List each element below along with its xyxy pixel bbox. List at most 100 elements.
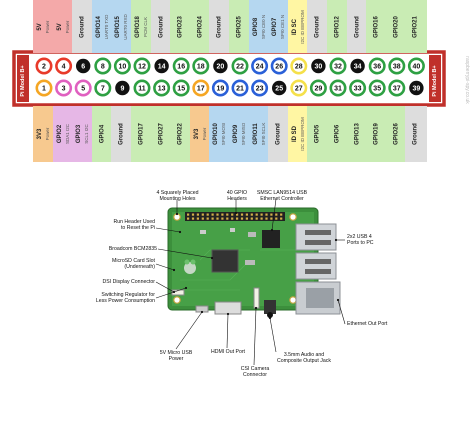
pin-10: 10 bbox=[113, 57, 131, 75]
pin-40: 40 bbox=[407, 57, 425, 75]
pin-function-23: SPI0 SCLK bbox=[260, 122, 266, 146]
pin-15: 15 bbox=[172, 79, 190, 97]
pin-name-23: GPIO11 bbox=[252, 123, 259, 145]
pin-name-20: Ground bbox=[216, 15, 223, 38]
board-header-pin bbox=[265, 217, 268, 220]
pin-number-1: 1 bbox=[42, 86, 46, 93]
pin-number-29: 29 bbox=[315, 86, 323, 93]
pin-number-23: 23 bbox=[256, 86, 264, 93]
broadcom-chip bbox=[211, 249, 239, 273]
board-header-pin bbox=[250, 217, 253, 220]
pin-name-38: GPIO20 bbox=[393, 15, 400, 38]
pin-function-1: Power bbox=[45, 127, 50, 141]
board-header-pin bbox=[245, 217, 248, 220]
board-header-pin bbox=[191, 217, 195, 220]
pin-function-17: Power bbox=[201, 127, 207, 141]
pin-name-11: GPIO17 bbox=[138, 123, 145, 145]
board-header-pin bbox=[250, 213, 253, 216]
pin-name-37: GPIO26 bbox=[393, 123, 400, 145]
pin-label-22: GPIO25 bbox=[229, 0, 251, 53]
pin-name-6: Ground bbox=[79, 15, 86, 38]
pin-number-25: 25 bbox=[275, 86, 283, 93]
pin-number-4: 4 bbox=[62, 64, 66, 71]
pin-name-36: GPIO16 bbox=[373, 15, 380, 38]
pin-number-18: 18 bbox=[197, 64, 205, 71]
pin-23: 23 bbox=[251, 79, 269, 97]
pin-name-16: GPIO23 bbox=[177, 15, 184, 38]
usb-port-top bbox=[295, 223, 337, 251]
board-header-pin bbox=[216, 217, 219, 220]
pin-label-35: GPIO19 bbox=[366, 106, 389, 162]
pin-name-9: Ground bbox=[118, 123, 125, 145]
pin-name-19: GPIO10 bbox=[213, 123, 220, 145]
pin-18: 18 bbox=[192, 57, 210, 75]
pin-name-26: GPIO7 bbox=[272, 17, 279, 36]
pin-label-15: GPIO22 bbox=[170, 106, 193, 162]
pin-8: 8 bbox=[94, 57, 112, 75]
pin-number-24: 24 bbox=[256, 64, 264, 71]
pin-label-14: Ground bbox=[150, 0, 173, 53]
board-header-pin bbox=[260, 217, 263, 220]
pin-name-27: ID SD bbox=[291, 125, 298, 143]
pin-label-38: GPIO20 bbox=[385, 0, 408, 53]
pin-31: 31 bbox=[329, 79, 347, 97]
board-header-pin bbox=[201, 213, 204, 216]
pin-number-40: 40 bbox=[413, 64, 421, 71]
pin-name-1: 3V3 bbox=[37, 128, 43, 140]
pin-label-18: GPIO24 bbox=[189, 0, 212, 53]
pin-number-36: 36 bbox=[373, 64, 381, 71]
pin-20: 20 bbox=[213, 58, 228, 74]
pin-label-36: GPIO16 bbox=[366, 0, 389, 53]
callout-hdmi: HDMI Out Port bbox=[210, 349, 245, 355]
board-header-pin bbox=[280, 217, 283, 220]
board-header-pin bbox=[240, 217, 244, 220]
audio-jack bbox=[264, 300, 276, 314]
pin-34: 34 bbox=[350, 58, 365, 74]
callout-microsd: MicroSD Card Slot(Underneath) bbox=[112, 258, 155, 270]
pin-name-10: GPIO15 bbox=[115, 15, 122, 38]
pin-function-21: SPI0 MISO bbox=[241, 122, 246, 146]
pin-name-17: 3V3 bbox=[193, 128, 200, 140]
pin-name-21: GPIO9 bbox=[233, 124, 239, 144]
raspberry-logo bbox=[184, 259, 196, 274]
pin-function-5: SCL1 I2C bbox=[84, 124, 90, 144]
pin-number-17: 17 bbox=[197, 86, 205, 93]
pin-number-33: 33 bbox=[354, 86, 362, 93]
board-header-pin bbox=[221, 217, 224, 220]
pin-number-26: 26 bbox=[275, 64, 283, 71]
pin-label-40: GPIO21 bbox=[405, 0, 428, 53]
pin-name-25: Ground bbox=[275, 123, 282, 145]
pin-name-34: Ground bbox=[354, 15, 361, 38]
board-header-pin bbox=[265, 213, 268, 216]
pin-name-33: GPIO13 bbox=[354, 123, 361, 145]
pin-3: 3 bbox=[55, 79, 73, 97]
pin-label-9: Ground bbox=[111, 106, 134, 162]
pin-5: 5 bbox=[74, 79, 92, 97]
pin-name-29: GPIO5 bbox=[314, 124, 321, 144]
pin-name-4: 5V bbox=[56, 22, 63, 31]
pin-label-33: GPIO13 bbox=[346, 106, 369, 162]
board-header-pin bbox=[270, 217, 273, 220]
right-label-bar bbox=[429, 55, 441, 102]
pin-number-3: 3 bbox=[62, 86, 66, 93]
pin-name-12: GPIO18 bbox=[135, 15, 141, 38]
pin-label-37: GPIO26 bbox=[385, 106, 408, 162]
pin-9: 9 bbox=[115, 80, 130, 96]
pin-function-12: PCM CLK bbox=[143, 16, 148, 37]
board-header-pin bbox=[211, 217, 214, 220]
pin-label-20: Ground bbox=[209, 0, 232, 53]
pin-label-11: GPIO17 bbox=[131, 106, 153, 162]
pin-21: 21 bbox=[231, 79, 249, 97]
pin-number-7: 7 bbox=[101, 86, 105, 93]
pin-name-13: GPIO27 bbox=[158, 123, 165, 145]
pin-36: 36 bbox=[368, 57, 386, 75]
board-header-pin bbox=[226, 217, 229, 220]
callout-ethernet: Ethernet Out Port bbox=[347, 321, 388, 327]
board-header-pin bbox=[280, 213, 283, 216]
